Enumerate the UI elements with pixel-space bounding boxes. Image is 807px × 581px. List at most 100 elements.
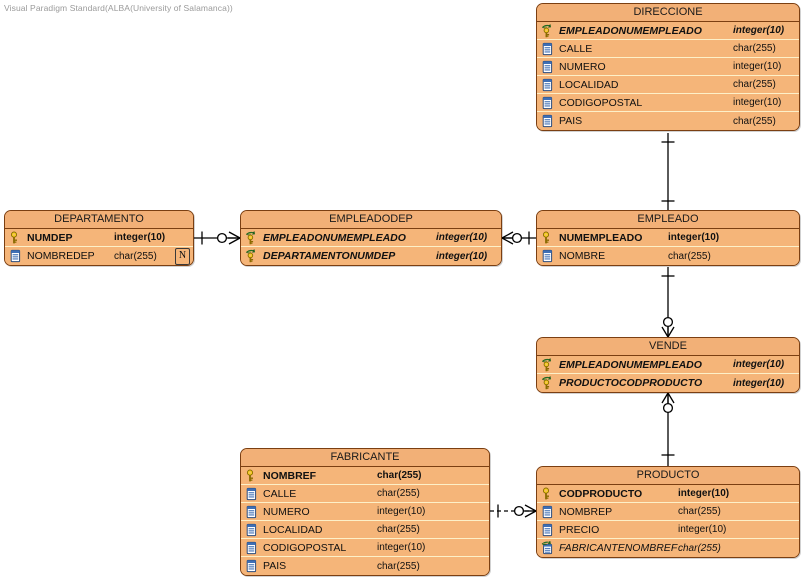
column-icon xyxy=(541,523,555,537)
attribute-name: NUMERO xyxy=(263,505,310,518)
attribute-name: PAIS xyxy=(263,560,287,572)
attribute-row[interactable]: PRECIO integer(10) xyxy=(537,521,799,539)
attribute-type: integer(10) xyxy=(114,232,166,243)
attribute-name: LOCALIDAD xyxy=(263,523,323,536)
attribute-row[interactable]: LOCALIDAD char(255) xyxy=(537,76,799,94)
attribute-row[interactable]: EMPLEADONUMEMPLEADO integer(10) xyxy=(537,356,799,374)
attribute-type: integer(10) xyxy=(436,250,488,262)
attribute-type: integer(10) xyxy=(436,232,488,243)
attribute-name: LOCALIDAD xyxy=(559,78,619,91)
attribute-name: NUMEMPLEADO xyxy=(559,231,643,244)
attribute-row[interactable]: PAIS char(255) xyxy=(241,557,489,575)
attribute-list: EMPLEADONUMEMPLEADO integer(10) PRODUCTOCO… xyxy=(537,356,799,392)
key-icon xyxy=(9,231,23,245)
key-icon xyxy=(541,231,555,245)
attribute-row[interactable]: CODIGOPOSTAL integer(10) xyxy=(537,94,799,112)
attribute-list: NUMDEP integer(10) NOMBREDEP char(255) N xyxy=(5,229,193,265)
attribute-type: integer(10) xyxy=(733,359,785,370)
attribute-row[interactable]: DEPARTAMENTONUMDEP integer(10) xyxy=(241,247,501,265)
attribute-name: DEPARTAMENTONUMDEP xyxy=(263,250,396,262)
attribute-name: PRECIO xyxy=(559,523,600,536)
entity-title-direccione: DIRECCIONE xyxy=(537,4,799,22)
attribute-type: integer(10) xyxy=(377,506,426,517)
attribute-row[interactable]: NUMERO integer(10) xyxy=(241,503,489,521)
attribute-type: integer(10) xyxy=(678,488,730,499)
attribute-name: CALLE xyxy=(263,487,297,500)
attribute-type: integer(10) xyxy=(678,524,727,535)
attribute-name: NOMBREF xyxy=(263,469,317,482)
attribute-name: PAIS xyxy=(559,115,583,127)
column-icon xyxy=(541,42,555,56)
column-icon xyxy=(245,559,259,573)
attribute-type: char(255) xyxy=(733,115,776,127)
column-icon xyxy=(541,249,555,263)
attribute-type: char(255) xyxy=(377,470,422,481)
attribute-name: NOMBREDEP xyxy=(27,250,95,262)
key-icon xyxy=(245,469,259,483)
column-icon xyxy=(245,523,259,537)
attribute-row[interactable]: NUMEMPLEADO integer(10) xyxy=(537,229,799,247)
attribute-name: CODIGOPOSTAL xyxy=(559,96,643,109)
key-icon xyxy=(541,487,555,501)
attribute-type: char(255) xyxy=(377,560,420,572)
attribute-row[interactable]: PAIS char(255) xyxy=(537,112,799,130)
fk-key-icon xyxy=(245,230,259,245)
column-icon xyxy=(541,96,555,110)
attribute-type: char(255) xyxy=(733,79,776,90)
relationship-empleado-direccione xyxy=(661,133,675,210)
attribute-row[interactable]: NUMDEP integer(10) xyxy=(5,229,193,247)
attribute-type: integer(10) xyxy=(733,97,782,108)
attribute-type: integer(10) xyxy=(668,232,720,243)
column-icon xyxy=(245,505,259,519)
column-icon xyxy=(541,78,555,92)
attribute-name: FABRICANTENOMBREF xyxy=(559,542,678,554)
column-icon xyxy=(541,505,555,519)
entity-title-empleado: EMPLEADO xyxy=(537,211,799,229)
attribute-name: PRODUCTOCODPRODUCTO xyxy=(559,377,703,389)
column-icon xyxy=(541,114,555,128)
column-icon xyxy=(245,487,259,501)
relationship-departamento-empleadodep xyxy=(194,231,241,245)
attribute-type: integer(10) xyxy=(377,542,426,553)
attribute-row[interactable]: EMPLEADONUMEMPLEADO integer(10) xyxy=(241,229,501,247)
attribute-row[interactable]: NOMBREDEP char(255) N xyxy=(5,247,193,265)
attribute-type: char(255) xyxy=(114,250,157,262)
relationship-empleado-vende xyxy=(661,267,675,338)
attribute-name: NOMBRE xyxy=(559,250,606,262)
attribute-row[interactable]: LOCALIDAD char(255) xyxy=(241,521,489,539)
attribute-type: integer(10) xyxy=(733,61,782,72)
nullable-badge: N xyxy=(175,248,190,265)
attribute-type: char(255) xyxy=(678,542,721,554)
attribute-name: CALLE xyxy=(559,42,593,55)
attribute-name: NUMDEP xyxy=(27,231,73,244)
attribute-name: EMPLEADONUMEMPLEADO xyxy=(263,231,406,244)
attribute-type: char(255) xyxy=(377,524,420,535)
attribute-name: EMPLEADONUMEMPLEADO xyxy=(559,358,702,371)
attribute-name: EMPLEADONUMEMPLEADO xyxy=(559,24,702,37)
attribute-type: char(255) xyxy=(678,506,721,517)
attribute-row[interactable]: NOMBREF char(255) xyxy=(241,467,489,485)
watermark-label: Visual Paradigm Standard(ALBA(University… xyxy=(4,3,233,13)
